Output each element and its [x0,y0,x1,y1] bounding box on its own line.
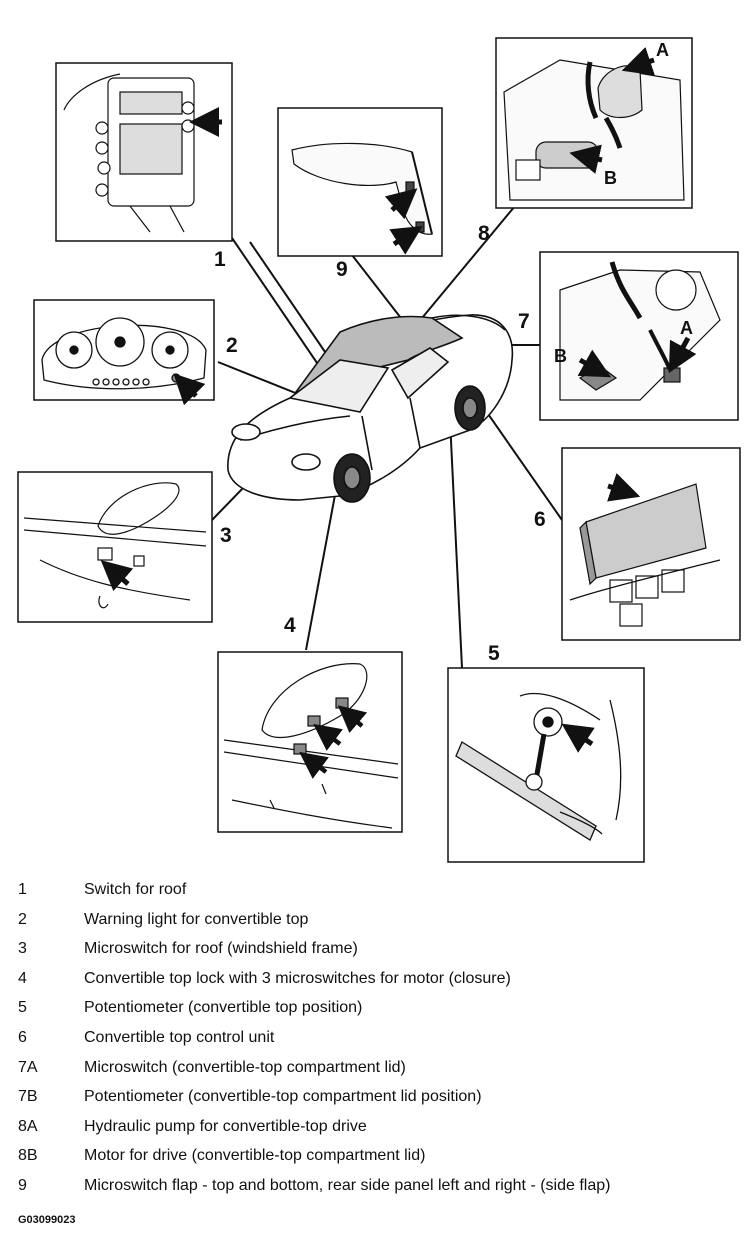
legend-description: Warning light for convertible top [84,910,309,928]
callout-5: 5 [488,642,500,665]
leader-5 [449,419,463,669]
inset-8-hydraulic-pump-and-motor [495,37,693,209]
component-location-diagram: 1 2 3 4 5 6 7 8 9 A B A B [17,37,741,863]
car-windshield [288,359,390,413]
legend-description: Microswitch (convertible-top compartment… [84,1058,406,1076]
component-legend: 1 Switch for roof 2 Warning light for co… [18,880,738,1206]
leader-8 [421,199,521,319]
legend-row: 3 Microswitch for roof (windshield frame… [18,939,738,969]
legend-row: 4 Convertible top lock with 3 microswitc… [18,969,738,999]
inset-3-windshield-frame-microswitch [17,471,213,623]
car-side-window [390,347,450,400]
callout-1: 1 [214,248,226,271]
inset-6-convertible-top-control-unit [561,447,741,641]
legend-number: 5 [18,999,27,1017]
legend-number: 1 [18,881,27,898]
callout-8: 8 [478,222,490,245]
legend-number: 7B [18,1088,38,1106]
legend-number: 8B [18,1147,38,1165]
inset-4-convertible-top-lock [217,651,403,833]
legend-number: 3 [18,940,27,958]
callout-4: 4 [284,614,296,637]
callout-8a: A [656,40,669,60]
car-front-wheel-hub [343,466,361,490]
car-headlight-right [291,453,321,471]
legend-description: Motor for drive (convertible-top compart… [84,1147,426,1165]
inset-1-switch-for-roof [55,62,233,242]
callout-9: 9 [336,258,348,281]
legend-description: Microswitch for roof (windshield frame) [84,940,358,958]
callout-2: 2 [226,334,238,357]
car-headlight-left [231,423,261,441]
callout-7b: B [554,346,567,366]
legend-row: 6 Convertible top control unit [18,1028,738,1058]
callout-3: 3 [220,524,232,547]
convertible-car-illustration [227,314,514,503]
legend-row: 2 Warning light for convertible top [18,910,738,940]
inset-2-instrument-cluster [33,299,215,406]
legend-row: 7A Microswitch (convertible-top compartm… [18,1058,738,1088]
legend-row: 8A Hydraulic pump for convertible-top dr… [18,1117,738,1147]
legend-row: 9 Microswitch flap - top and bottom, rea… [18,1176,738,1206]
legend-description: Hydraulic pump for convertible-top drive [84,1117,367,1135]
callout-6: 6 [534,508,546,531]
leader-1 [231,237,331,383]
legend-description: Switch for roof [84,881,187,898]
callout-8b: B [604,168,617,188]
car-rear-wheel-hub [462,397,478,419]
legend-number: 9 [18,1176,27,1194]
legend-description: Convertible top lock with 3 microswitche… [84,969,511,987]
legend-number: 4 [18,969,27,987]
legend-row: 7B Potentiometer (convertible-top compar… [18,1087,738,1117]
legend-description: Potentiometer (convertible top position) [84,999,363,1017]
leader-1b [249,241,337,369]
callout-7: 7 [518,310,530,333]
legend-row: 1 Switch for roof [18,880,738,910]
figure-code: G03099023 [18,1214,76,1226]
leader-lines [211,199,563,669]
legend-description: Microswitch flap - top and bottom, rear … [84,1176,611,1194]
legend-number: 2 [18,910,27,928]
car-door-line [361,397,421,471]
inset-5-potentiometer [447,667,645,863]
callout-7a: A [680,318,693,338]
legend-description: Convertible top control unit [84,1028,275,1046]
legend-number: 6 [18,1028,27,1046]
legend-description: Potentiometer (convertible-top compartme… [84,1088,482,1106]
legend-number: 7A [18,1058,38,1076]
inset-7-compartment-lid-switches [539,251,739,421]
car-rear-deck [431,314,506,331]
legend-row: 5 Potentiometer (convertible top positio… [18,998,738,1028]
inset-9-side-flap-microswitch [277,107,443,257]
legend-number: 8A [18,1117,38,1135]
legend-row: 8B Motor for drive (convertible-top comp… [18,1146,738,1176]
